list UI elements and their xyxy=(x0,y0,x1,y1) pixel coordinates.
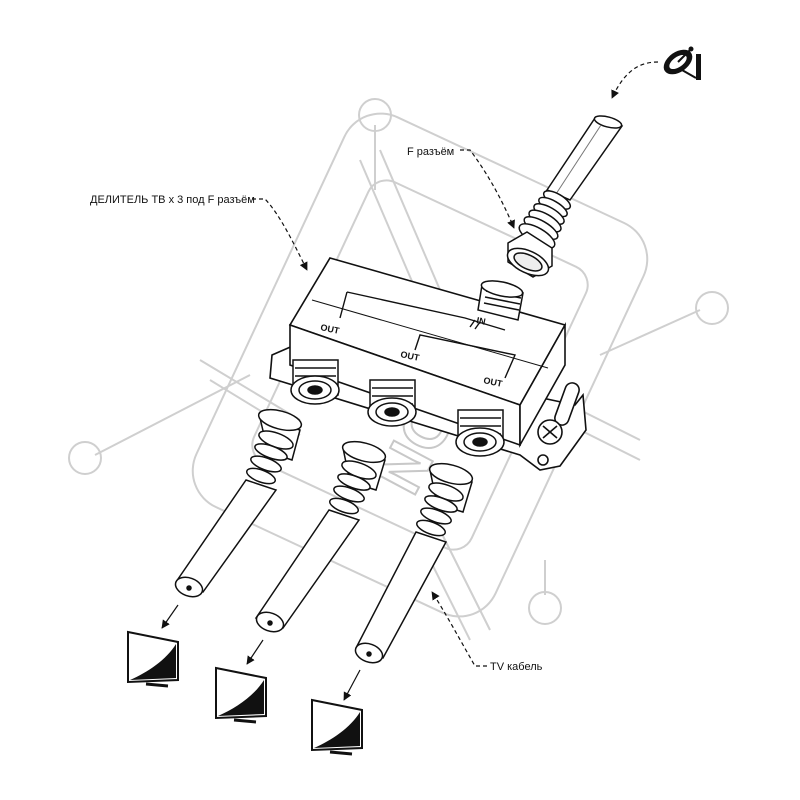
tv-icon xyxy=(311,698,363,756)
in-port xyxy=(477,280,524,321)
input-cable xyxy=(506,115,624,278)
output-cable-1 xyxy=(174,408,303,598)
callout-f-connector-text: F разъём xyxy=(407,146,454,158)
out-port-right xyxy=(455,409,505,457)
tv-icon xyxy=(215,666,267,724)
port-label-in: IN xyxy=(476,315,487,327)
f-connector-sleeve xyxy=(518,190,572,249)
port-label-out-right: OUT xyxy=(483,375,504,389)
port-label-out-middle: OUT xyxy=(400,349,421,363)
callout-tv-cable-text: TV кабель xyxy=(490,661,543,673)
callout-splitter: ДЕЛИТЕЛЬ ТВ х 3 под F разъём xyxy=(90,194,308,271)
callout-splitter-text: ДЕЛИТЕЛЬ ТВ х 3 под F разъём xyxy=(90,194,255,206)
satellite-dish-icon xyxy=(663,46,701,80)
signal-arrow xyxy=(611,61,659,99)
callout-f-connector: F разъём xyxy=(407,146,515,229)
out-port-left xyxy=(290,359,340,405)
out-port-middle xyxy=(367,379,417,427)
callout-tv-cable: TV кабель xyxy=(431,591,543,673)
f-connector-nut xyxy=(506,231,553,278)
mounting-hole xyxy=(537,454,549,466)
output-cable-3 xyxy=(354,462,474,664)
ground-screw xyxy=(537,419,563,445)
circuit-schematic xyxy=(339,291,516,379)
port-label-out-left: OUT xyxy=(320,322,341,336)
output-cable-2 xyxy=(254,440,387,633)
tv-icon xyxy=(127,630,179,688)
output-arrows xyxy=(161,604,361,701)
